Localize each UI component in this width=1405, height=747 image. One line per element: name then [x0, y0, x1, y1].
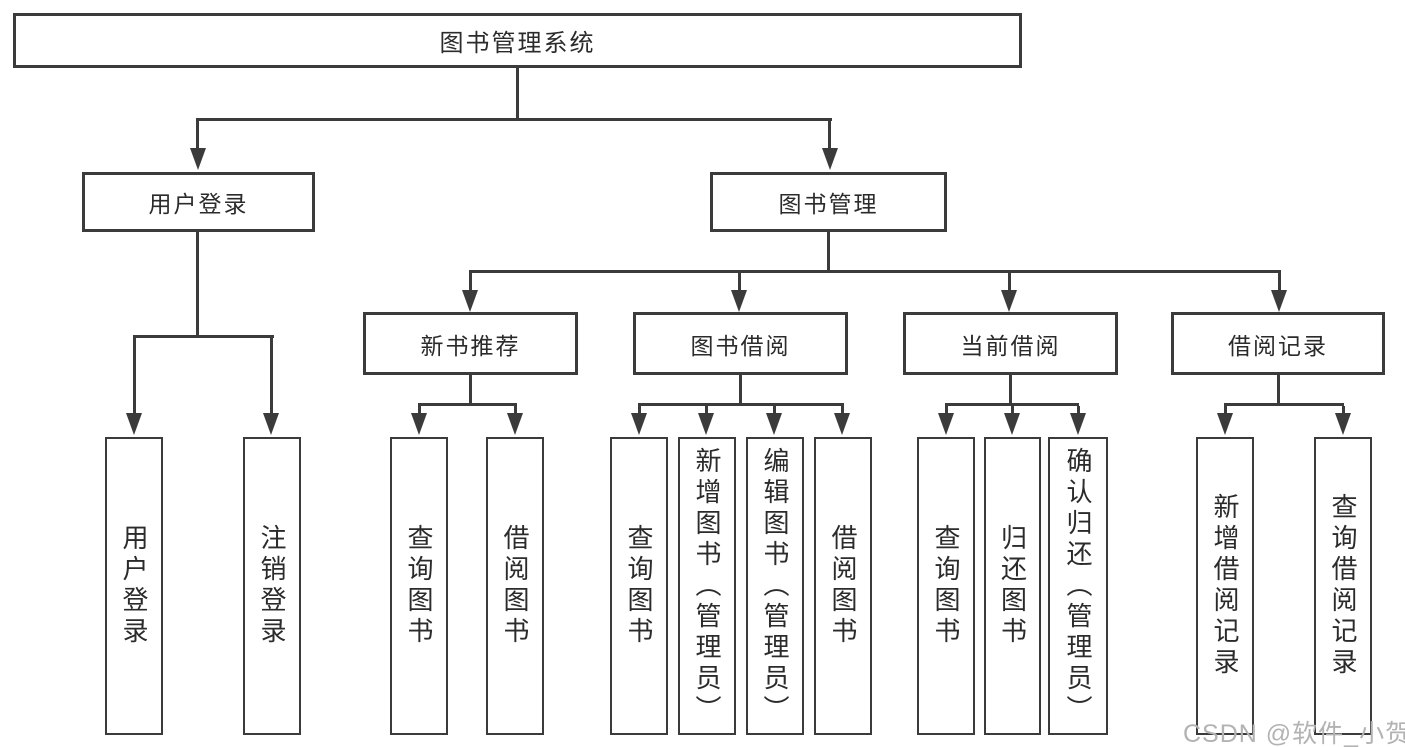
arrow-down-icon: [731, 290, 747, 312]
leaf-label: 查询借阅记录: [1328, 493, 1358, 679]
leaf-label: 注销登录: [257, 524, 287, 648]
leaf-records-query-borrow-record: 查询借阅记录: [1314, 437, 1372, 735]
connector-line: [514, 406, 517, 415]
connector-line: [133, 338, 136, 415]
arrow-down-icon: [1070, 413, 1086, 435]
connector-line: [945, 406, 948, 415]
leaf-borrow-query-books: 查询图书: [610, 437, 668, 735]
connector-line: [841, 406, 844, 415]
connector-line: [1277, 375, 1280, 405]
leaf-label: 查询图书: [931, 524, 961, 648]
leaf-label: 用户登录: [119, 524, 149, 648]
connector-line: [1278, 273, 1281, 291]
connector-line: [1011, 406, 1014, 415]
connector-line: [1077, 406, 1080, 415]
csdn-watermark: CSDN @软件_小贺同学: [1183, 720, 1405, 747]
leaf-current-return-books: 归还图书: [984, 437, 1041, 735]
connector-line: [1342, 406, 1345, 415]
connector-line: [196, 232, 199, 337]
connector-line: [738, 273, 741, 291]
connector-line: [1224, 406, 1227, 415]
leaf-logout: 注销登录: [243, 437, 301, 735]
leaf-label: 新增图书（管理员）: [692, 446, 722, 726]
leaf-label: 编辑图书（管理员）: [760, 446, 790, 726]
leaf-label: 确认归还（管理员）: [1063, 446, 1093, 726]
leaf-newbook-borrow-books: 借阅图书: [486, 437, 544, 735]
node-user-login: 用户登录: [82, 172, 315, 232]
leaf-label: 借阅图书: [500, 524, 530, 648]
leaf-label: 新增借阅记录: [1210, 493, 1240, 679]
connector-line: [469, 375, 472, 405]
connector-line: [828, 121, 831, 150]
leaf-current-query-books: 查询图书: [917, 437, 975, 735]
arrow-down-icon: [1335, 413, 1351, 435]
arrow-down-icon: [631, 413, 647, 435]
connector-line: [773, 406, 776, 415]
connector-line: [1224, 403, 1344, 406]
node-borrow-records: 借阅记录: [1171, 312, 1385, 375]
connector-line: [638, 403, 844, 406]
leaf-label: 借阅图书: [828, 524, 858, 648]
arrow-down-icon: [1001, 290, 1017, 312]
arrow-down-icon: [411, 413, 427, 435]
leaf-label: 查询图书: [624, 524, 654, 648]
connector-line: [418, 406, 421, 415]
connector-line: [196, 118, 832, 121]
connector-line: [196, 121, 199, 150]
leaf-current-confirm-return-admin: 确认归还（管理员）: [1048, 437, 1108, 735]
connector-line: [638, 406, 641, 415]
arrow-down-icon: [1271, 290, 1287, 312]
arrow-down-icon: [1004, 413, 1020, 435]
arrow-down-icon: [190, 148, 206, 170]
leaf-records-add-borrow-record: 新增借阅记录: [1196, 437, 1254, 735]
node-new-book-recommend: 新书推荐: [363, 312, 578, 375]
connector-line: [418, 403, 517, 406]
arrow-down-icon: [938, 413, 954, 435]
connector-line: [270, 338, 273, 415]
connector-line: [945, 403, 1079, 406]
connector-line: [1009, 375, 1012, 405]
node-current-borrow: 当前借阅: [903, 312, 1118, 375]
leaf-label: 归还图书: [997, 524, 1028, 648]
leaf-newbook-query-books: 查询图书: [390, 437, 448, 735]
node-library-management-system: 图书管理系统: [13, 13, 1022, 68]
connector-line: [705, 406, 708, 415]
leaf-borrow-add-books-admin: 新增图书（管理员）: [678, 437, 736, 735]
arrow-down-icon: [698, 413, 714, 435]
arrow-down-icon: [507, 413, 523, 435]
arrow-down-icon: [766, 413, 782, 435]
arrow-down-icon: [462, 290, 478, 312]
leaf-label: 查询图书: [404, 524, 434, 648]
node-book-borrow: 图书借阅: [633, 312, 848, 375]
connector-line: [469, 273, 472, 291]
leaf-user-login: 用户登录: [105, 437, 163, 735]
leaf-borrow-borrow-books: 借阅图书: [814, 437, 872, 735]
connector-line: [827, 232, 830, 272]
arrow-down-icon: [1217, 413, 1233, 435]
connector-line: [1008, 273, 1011, 291]
connector-line: [133, 335, 274, 338]
arrow-down-icon: [822, 148, 838, 170]
connector-line: [469, 270, 1281, 273]
connector-line: [516, 68, 519, 121]
node-book-management: 图书管理: [710, 172, 947, 232]
arrow-down-icon: [263, 413, 279, 435]
arrow-down-icon: [834, 413, 850, 435]
arrow-down-icon: [126, 413, 142, 435]
leaf-borrow-edit-books-admin: 编辑图书（管理员）: [746, 437, 804, 735]
connector-line: [739, 375, 742, 405]
